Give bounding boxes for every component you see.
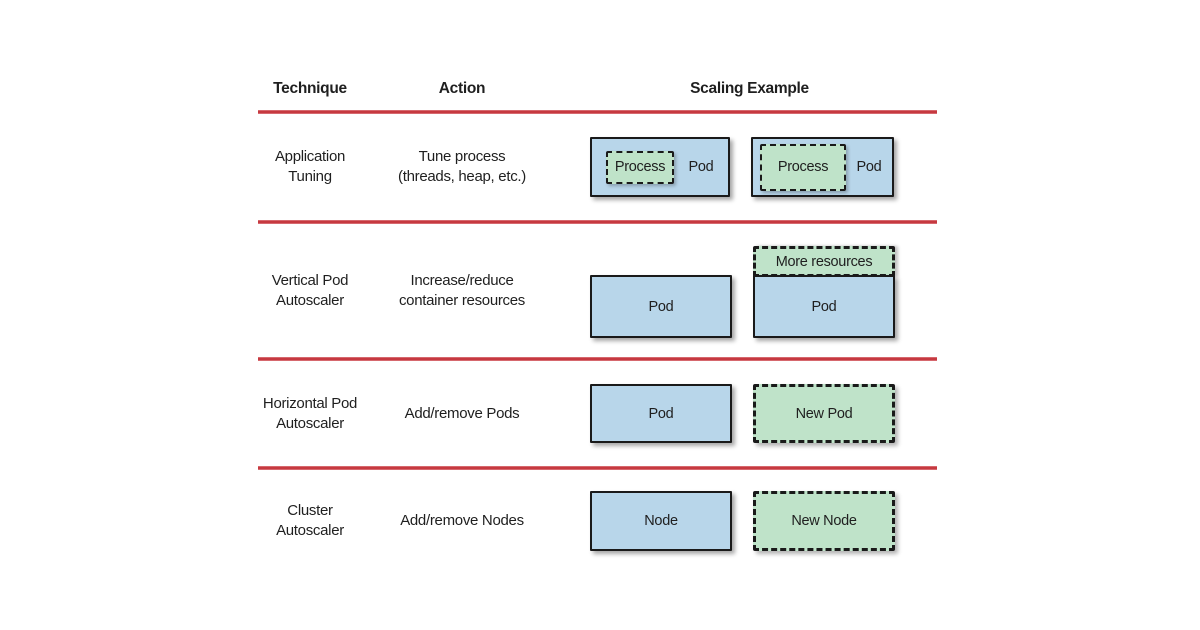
action-label-increase-reduce-resources: Increase/reduce container resources (398, 271, 526, 309)
divider-line-3 (258, 357, 937, 361)
technique-label-application-tuning: Application Tuning (274, 148, 346, 185)
row-application-tuning: Application Tuning Tune process (threads… (258, 114, 937, 220)
pod-box-before-tuning: Process Pod (590, 137, 730, 197)
more-resources-box: More resources (753, 246, 895, 277)
example-cluster-autoscaler: Node New Node (562, 470, 937, 572)
pod-box-before-vpa: Pod (590, 275, 732, 338)
pod-box-after-tuning: Process Pod (751, 137, 894, 197)
column-header-action: Action (438, 80, 486, 97)
divider-line-1 (258, 110, 937, 114)
process-box-large: Process (760, 143, 846, 191)
row-cluster-autoscaler: Cluster Autoscaler Add/remove Nodes Node… (258, 470, 937, 572)
example-vertical-pod-autoscaler: Pod More resources Pod (562, 224, 937, 357)
example-horizontal-pod-autoscaler: Pod New Pod (562, 361, 937, 466)
pod-box-after-vpa: More resources Pod (753, 246, 895, 338)
divider-line-4 (258, 466, 937, 470)
example-application-tuning: Process Pod Process Pod (562, 114, 937, 220)
process-box-small: Process (606, 150, 674, 184)
action-label-add-remove-nodes: Add/remove Nodes (400, 512, 524, 530)
node-box-existing: Node (590, 491, 732, 551)
column-header-technique: Technique (273, 80, 347, 97)
row-horizontal-pod-autoscaler: Horizontal Pod Autoscaler Add/remove Pod… (258, 361, 937, 466)
column-header-scaling-example: Scaling Example (690, 80, 809, 97)
action-label-add-remove-pods: Add/remove Pods (404, 404, 520, 422)
pod-label: Pod (856, 159, 882, 175)
pod-label: Pod (688, 159, 714, 175)
technique-label-vertical-pod-autoscaler: Vertical Pod Autoscaler (271, 271, 349, 309)
divider-line-2 (258, 220, 937, 224)
scaling-techniques-table: Technique Action Scaling Example Applica… (258, 80, 937, 572)
new-node-box: New Node (753, 491, 895, 551)
action-label-tune-process: Tune process (threads, heap, etc.) (398, 148, 526, 185)
row-vertical-pod-autoscaler: Vertical Pod Autoscaler Increase/reduce … (258, 224, 937, 357)
table-header-row: Technique Action Scaling Example (258, 80, 937, 110)
technique-label-cluster-autoscaler: Cluster Autoscaler (276, 502, 344, 539)
pod-box-existing: Pod (590, 384, 732, 443)
technique-label-horizontal-pod-autoscaler: Horizontal Pod Autoscaler (262, 394, 358, 432)
new-pod-box: New Pod (753, 384, 895, 443)
pod-box-resized: Pod (753, 275, 895, 338)
